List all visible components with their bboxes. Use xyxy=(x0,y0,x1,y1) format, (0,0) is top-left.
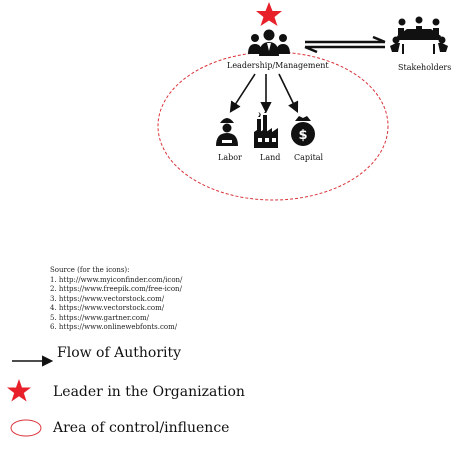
icon-source-list: Source (for the icons): 1. http://www.my… xyxy=(50,266,182,333)
source-item: 4. https://www.vectorstock.com/ xyxy=(50,304,165,312)
source-item: 6. https://www.onlinewebfonts.com/ xyxy=(50,323,178,331)
source-item: 2. https://www.freepik.com/free-icon/ xyxy=(50,285,182,293)
meeting-table-icon xyxy=(390,16,448,54)
arrow-to-capital xyxy=(278,73,299,114)
source-item: 3. https://www.vectorstock.com/ xyxy=(50,294,165,303)
legend-star-icon xyxy=(7,379,31,402)
legend-ellipse-icon xyxy=(10,419,42,437)
leadership-group-icon xyxy=(248,29,290,56)
land-label: Land xyxy=(260,153,280,162)
worker-icon xyxy=(216,118,238,146)
stakeholders-label: Stakeholders xyxy=(398,63,451,72)
svg-text:$: $ xyxy=(299,128,308,143)
source-item: 1. http://www.myiconfinder.com/icon/ xyxy=(50,275,183,284)
source-heading: Source (for the icons): xyxy=(50,266,130,274)
leadership-label: Leadership/Management xyxy=(227,61,329,70)
legend-leader-in-organization: Leader in the Organization xyxy=(53,384,245,400)
money-bag-icon: $ xyxy=(291,116,315,146)
star-icon xyxy=(256,2,282,26)
legend-area-of-control: Area of control/influence xyxy=(53,420,230,436)
legend-flow-of-authority: Flow of Authority xyxy=(57,345,182,361)
area-of-control-ellipse xyxy=(157,51,389,201)
arrow-to-labor xyxy=(229,73,256,113)
leadership-stakeholders-exchange-arrows xyxy=(304,35,386,54)
source-item: 5. https://www.gartner.com/ xyxy=(50,313,149,322)
factory-icon xyxy=(254,108,278,148)
authority-arrows xyxy=(229,73,299,114)
capital-label: Capital xyxy=(294,153,324,162)
labor-label: Labor xyxy=(218,153,242,162)
